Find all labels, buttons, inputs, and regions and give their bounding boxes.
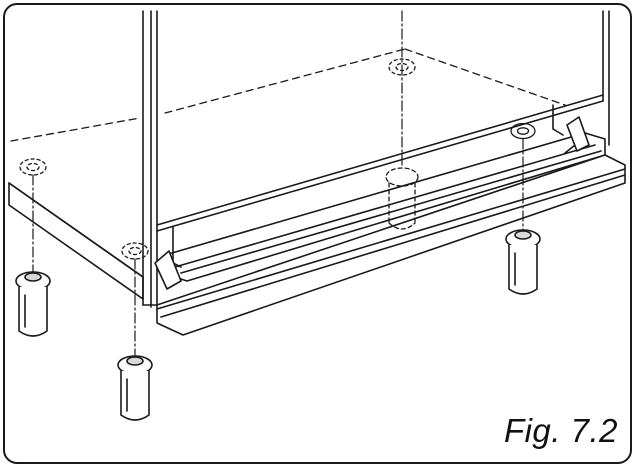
figure-frame: Fig. 7.2 <box>3 3 632 464</box>
left-side-panel <box>8 10 158 308</box>
appliance-installation-illustration <box>8 10 626 421</box>
bracket-right <box>566 116 590 152</box>
mounting-hole-icon <box>510 122 536 140</box>
hidden-foot-center <box>385 167 419 230</box>
kick-plate <box>156 104 626 336</box>
adjustable-foot-icon <box>117 355 153 421</box>
figure-caption: Fig. 7.2 <box>503 412 618 449</box>
base-outline-dashed <box>10 48 566 142</box>
mounting-hole-icon <box>19 158 47 176</box>
bracket-left <box>154 250 182 290</box>
adjustable-foot-icon <box>505 229 541 295</box>
adjustable-foot-icon <box>15 271 51 337</box>
door-panel <box>156 10 610 232</box>
mounting-hole-icon <box>121 242 149 260</box>
centre-lines <box>32 10 524 358</box>
